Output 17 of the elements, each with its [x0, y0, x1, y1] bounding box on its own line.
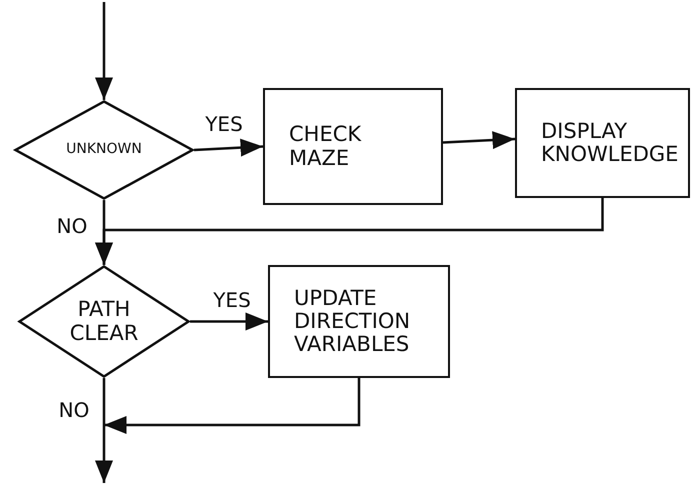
- process-box: [268, 265, 450, 378]
- process-box: [515, 88, 690, 198]
- arrow: [442, 131, 516, 150]
- decision-diamond: [14, 100, 194, 200]
- process-box: [263, 88, 443, 205]
- arrow: [95, 378, 113, 483]
- arrow: [95, 2, 113, 100]
- node-label: PATH CLEAR: [68, 298, 140, 345]
- node-label: UNKNOWN: [66, 142, 142, 158]
- arrow: [95, 198, 604, 265]
- arrow: [194, 138, 264, 157]
- decision-diamond: [18, 265, 190, 378]
- node-label: DISPLAY KNOWLEDGE: [541, 120, 678, 166]
- arrow: [190, 312, 268, 330]
- arrow: [104, 378, 360, 434]
- node-label: CHECK MAZE: [289, 123, 362, 170]
- node-label: UPDATE DIRECTION VARIABLES: [294, 286, 412, 356]
